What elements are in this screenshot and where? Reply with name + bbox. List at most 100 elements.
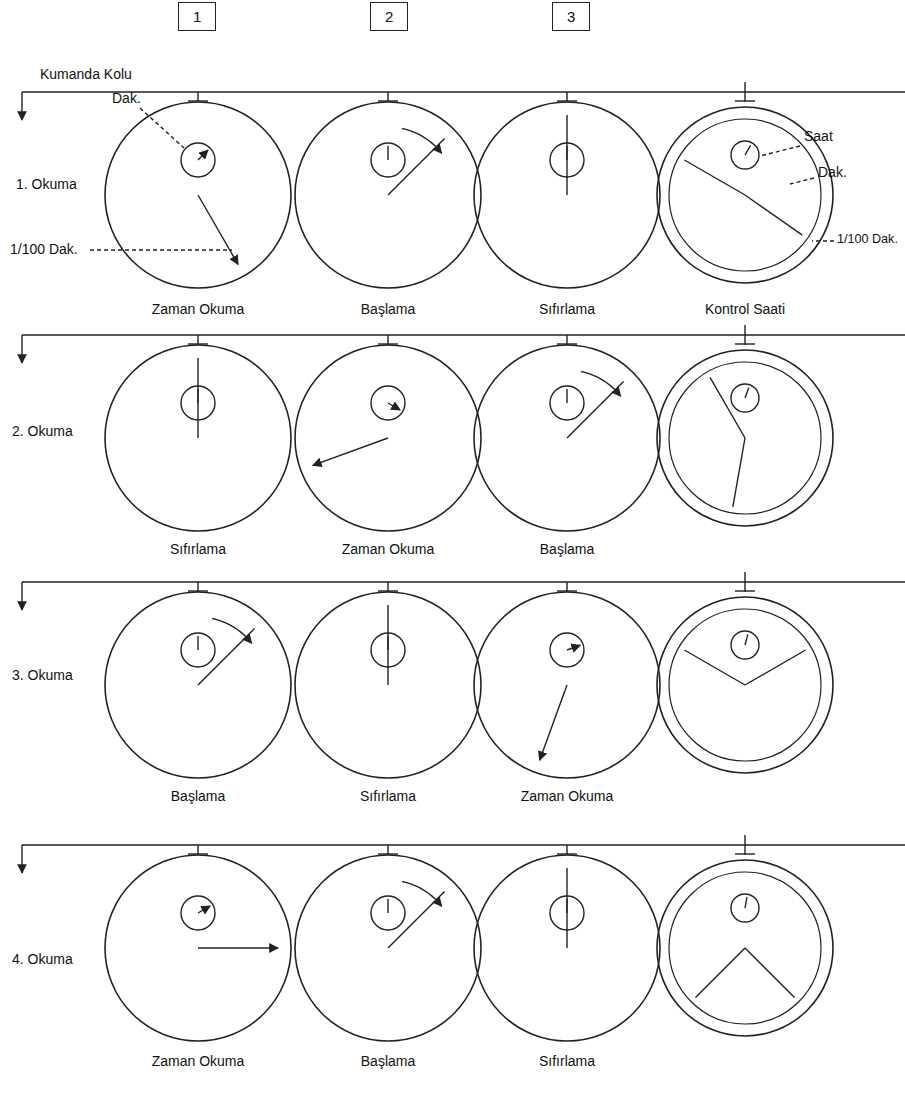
label-text: Başlama xyxy=(361,301,415,318)
label-text: 1. Okuma xyxy=(16,176,77,193)
reset-hand xyxy=(566,868,567,948)
label-text: Sıfırlama xyxy=(170,541,226,558)
clock-dial xyxy=(669,609,821,761)
minute-subdial xyxy=(181,633,215,667)
reading-hand xyxy=(198,195,238,264)
reading-hand xyxy=(540,685,567,760)
subdial-hand xyxy=(566,899,567,913)
hour-hand xyxy=(745,145,751,155)
hundredth-hand xyxy=(745,650,806,685)
stopwatch-case xyxy=(474,102,660,288)
hour-subdial xyxy=(731,384,759,412)
label-text: 1/100 Dak. xyxy=(837,232,898,247)
sequence-arrow xyxy=(21,335,22,363)
minute-subdial xyxy=(181,896,215,930)
sequence-arrow xyxy=(21,845,22,873)
stopwatch-case xyxy=(474,855,660,1041)
box-number: 3 xyxy=(567,8,575,25)
leader-line xyxy=(140,108,184,148)
hour-subdial xyxy=(731,631,759,659)
leader-line xyxy=(90,249,232,250)
label-text: Sıfırlama xyxy=(539,301,595,318)
number-box: 1 xyxy=(178,2,216,31)
hour-subdial xyxy=(731,894,759,922)
command-lever xyxy=(22,844,905,845)
label-text: Başlama xyxy=(540,541,594,558)
label-text: Dak. xyxy=(818,164,847,181)
label-text: Zaman Okuma xyxy=(342,541,435,558)
clock-dial xyxy=(669,872,821,1024)
crown-bar xyxy=(735,590,755,591)
subdial-hand xyxy=(197,389,198,403)
label-text: 4. Okuma xyxy=(12,951,73,968)
stopwatch-case xyxy=(295,102,481,288)
label-text: Dak. xyxy=(112,90,141,107)
subdial-hand xyxy=(388,403,400,410)
hour-hand xyxy=(745,897,747,908)
stopwatch-case xyxy=(105,345,291,531)
stopwatch-case xyxy=(474,592,660,778)
number-box: 2 xyxy=(370,2,408,31)
label-text: Kumanda Kolu xyxy=(40,66,132,83)
clock-dial xyxy=(669,362,821,514)
minute-subdial xyxy=(550,633,584,667)
command-lever xyxy=(22,581,905,582)
label-text: Zaman Okuma xyxy=(152,1053,245,1070)
minute-hand xyxy=(696,948,745,997)
leader-line xyxy=(790,178,814,184)
lever-tick xyxy=(744,835,745,845)
subdial-hand xyxy=(197,636,198,650)
stopwatch-case xyxy=(295,855,481,1041)
lever-tick xyxy=(744,82,745,92)
leader-line xyxy=(760,146,800,156)
lever-tick xyxy=(744,325,745,335)
stopwatch-case xyxy=(105,102,291,288)
hour-subdial xyxy=(731,141,759,169)
subdial-hand xyxy=(198,150,208,160)
number-box: 3 xyxy=(552,2,590,31)
hundredth-hand xyxy=(745,195,802,235)
reset-hand xyxy=(197,358,198,438)
command-lever xyxy=(22,91,905,92)
hundredth-hand xyxy=(745,948,794,997)
subdial-hand xyxy=(387,636,388,650)
label-text: Sıfırlama xyxy=(360,788,416,805)
minute-hand xyxy=(684,650,745,685)
start-arrow xyxy=(402,128,441,153)
label-text: Sıfırlama xyxy=(539,1053,595,1070)
leader-line xyxy=(812,240,834,241)
start-arrow xyxy=(212,618,251,643)
clock-case xyxy=(657,860,833,1036)
reading-hand xyxy=(198,947,278,948)
stopwatch-case xyxy=(295,592,481,778)
minute-subdial xyxy=(550,386,584,420)
label-text: Başlama xyxy=(361,1053,415,1070)
subdial-hand xyxy=(198,906,210,913)
crown-bar xyxy=(735,853,755,854)
label-text: Başlama xyxy=(171,788,225,805)
minute-subdial xyxy=(371,143,405,177)
minute-hand xyxy=(684,160,745,195)
hundredth-hand xyxy=(733,438,745,507)
label-text: 2. Okuma xyxy=(12,423,73,440)
subdial-hand xyxy=(566,146,567,160)
start-arrow xyxy=(581,371,620,396)
subdial-hand xyxy=(387,899,388,913)
clock-case xyxy=(657,107,833,283)
sequence-arrow xyxy=(21,582,22,610)
lever-tick xyxy=(744,572,745,582)
clock-case xyxy=(657,597,833,773)
box-number: 2 xyxy=(385,8,393,25)
subdial-hand xyxy=(567,645,580,650)
minute-hand xyxy=(710,377,745,438)
subdial-hand xyxy=(566,389,567,403)
label-text: 3. Okuma xyxy=(12,667,73,684)
label-text: Zaman Okuma xyxy=(521,788,614,805)
stopwatch-case xyxy=(474,345,660,531)
label-text: Kontrol Saati xyxy=(705,301,785,318)
reset-hand xyxy=(387,605,388,685)
clock-case xyxy=(657,350,833,526)
stopwatch-case xyxy=(105,855,291,1041)
subdial-hand xyxy=(387,146,388,160)
